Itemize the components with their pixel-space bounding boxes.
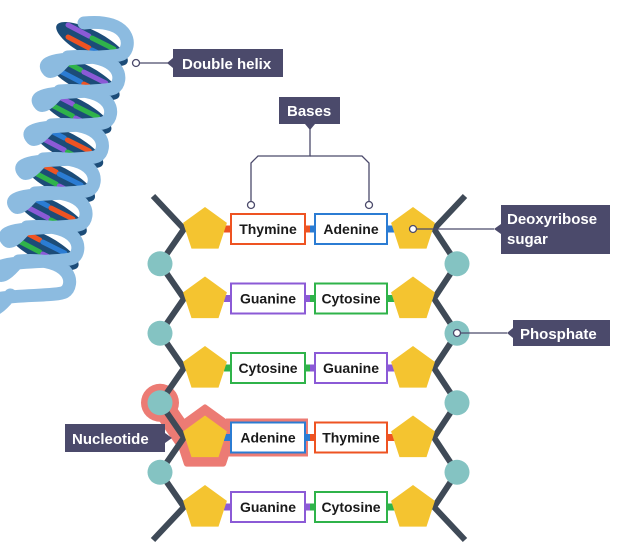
left-backbone-strand bbox=[150, 193, 188, 543]
base-label: Thymine bbox=[239, 221, 297, 237]
sugar-phosphate-backbones bbox=[147, 193, 470, 543]
bond-connector bbox=[224, 295, 234, 302]
helix-ribbon bbox=[0, 15, 134, 314]
helix-base-bar bbox=[24, 204, 51, 221]
base-label: Cytosine bbox=[238, 360, 297, 376]
base-label: Guanine bbox=[323, 360, 379, 376]
deoxyribose-sugar-pentagon bbox=[183, 415, 227, 458]
base-label: Cytosine bbox=[321, 291, 380, 307]
helix-base-bar bbox=[65, 22, 92, 39]
base-box-cytosine: Cytosine bbox=[314, 282, 388, 315]
helix-base-bar bbox=[32, 170, 59, 187]
helix-base-bar bbox=[57, 68, 84, 85]
helix-base-bar bbox=[81, 69, 109, 86]
deoxyribose-sugar-pentagon bbox=[183, 346, 227, 388]
base-label: Adenine bbox=[323, 221, 378, 237]
deoxyribose-label-text-line2: sugar bbox=[507, 231, 548, 248]
phosphate-circle bbox=[444, 251, 470, 277]
base-label: Cytosine bbox=[321, 499, 380, 515]
base-label: Thymine bbox=[322, 430, 380, 446]
helix-base-bar bbox=[40, 239, 68, 256]
phosphate-leader bbox=[452, 328, 507, 338]
bond-connector bbox=[224, 434, 234, 441]
base-box-guanine: Guanine bbox=[314, 352, 388, 384]
deoxyribose-sugar-pentagon bbox=[391, 485, 435, 527]
bond-connector bbox=[386, 225, 396, 233]
bond-connector bbox=[304, 225, 312, 233]
bases-label: Bases bbox=[279, 97, 340, 130]
helix-base-bar bbox=[48, 205, 76, 222]
bond-connector bbox=[386, 295, 396, 302]
base-box-guanine: Guanine bbox=[230, 282, 306, 315]
bond-connector bbox=[304, 434, 312, 441]
bond-connector bbox=[304, 295, 312, 302]
helix-base-bar bbox=[49, 102, 76, 119]
helix-base-bar bbox=[40, 136, 67, 153]
bases-label-text: Bases bbox=[287, 103, 331, 120]
bond-connector bbox=[224, 225, 234, 233]
double-helix-illustration bbox=[0, 15, 134, 314]
base-box-cytosine: Cytosine bbox=[230, 352, 306, 384]
double-helix-label: Double helix bbox=[167, 49, 283, 77]
base-pair-row: Guanine Cytosine bbox=[183, 485, 435, 527]
right-backbone-strand bbox=[430, 193, 468, 543]
phosphate-circle bbox=[444, 459, 470, 485]
phosphate-circle bbox=[147, 251, 173, 277]
phosphate-circle bbox=[444, 390, 470, 416]
deoxyribose-sugar-label: Deoxyribose sugar bbox=[494, 205, 610, 254]
helix-base-bar bbox=[16, 238, 43, 255]
bond-connector bbox=[386, 434, 396, 441]
double-helix-leader bbox=[131, 58, 173, 68]
deoxyribose-sugar-leader bbox=[408, 224, 494, 234]
base-label: Guanine bbox=[240, 291, 296, 307]
phosphate-label-text: Phosphate bbox=[520, 326, 597, 343]
helix-base-bar bbox=[89, 35, 117, 52]
bond-connector bbox=[224, 364, 234, 372]
base-box-guanine: Guanine bbox=[230, 491, 306, 523]
deoxyribose-sugar-pentagon bbox=[183, 276, 227, 319]
helix-base-bar bbox=[64, 137, 92, 154]
bond-connector bbox=[224, 503, 234, 511]
nucleotide-label-text: Nucleotide bbox=[72, 431, 149, 448]
base-box-thymine: Thymine bbox=[314, 421, 388, 454]
base-box-adenine: Adenine bbox=[314, 213, 388, 245]
base-box-cytosine: Cytosine bbox=[314, 491, 388, 523]
base-pair-row: Thymine Adenine bbox=[183, 207, 435, 249]
helix-base-bar bbox=[73, 103, 101, 120]
bond-connector bbox=[386, 503, 396, 511]
bases-leader bbox=[246, 127, 374, 210]
helix-base-bar bbox=[56, 171, 84, 188]
phosphate-circle bbox=[147, 459, 173, 485]
base-label: Guanine bbox=[240, 499, 296, 515]
base-pair-row: Adenine Thymine bbox=[183, 415, 435, 458]
helix-base-bar bbox=[65, 34, 92, 51]
phosphate-circle bbox=[147, 320, 173, 346]
bond-connector bbox=[304, 364, 312, 372]
deoxyribose-sugar-pentagon bbox=[183, 485, 227, 527]
deoxyribose-sugar-pentagon bbox=[183, 207, 227, 249]
base-pair-row: Cytosine Guanine bbox=[183, 346, 435, 388]
deoxyribose-sugar-pentagon bbox=[391, 415, 435, 458]
deoxyribose-label-text-line1: Deoxyribose bbox=[507, 211, 597, 228]
base-box-adenine: Adenine bbox=[230, 421, 306, 454]
nucleotide-label: Nucleotide bbox=[65, 424, 172, 452]
bond-connector bbox=[304, 503, 312, 511]
deoxyribose-sugar-pentagon bbox=[391, 346, 435, 388]
deoxyribose-sugar-pentagon bbox=[391, 276, 435, 319]
phosphate-circle bbox=[147, 390, 173, 416]
base-label: Adenine bbox=[240, 430, 295, 446]
base-pair-row: Guanine Cytosine bbox=[183, 276, 435, 319]
phosphate-label: Phosphate bbox=[507, 320, 610, 346]
double-helix-label-text: Double helix bbox=[182, 56, 272, 73]
base-box-thymine: Thymine bbox=[230, 213, 306, 245]
bond-connector bbox=[386, 364, 396, 372]
